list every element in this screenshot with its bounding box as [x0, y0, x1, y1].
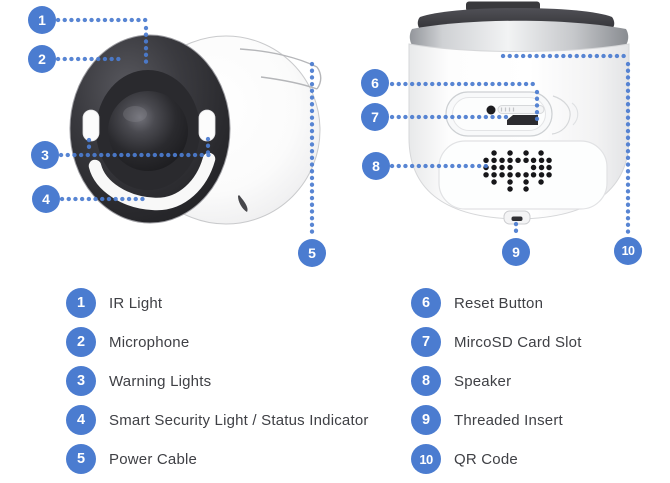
leader-line-3	[58, 136, 212, 158]
legend-item-6: 6 Reset Button	[411, 288, 582, 318]
legend-label-8: Speaker	[454, 372, 512, 390]
legend-label-4: Smart Security Light / Status Indicator	[109, 411, 369, 429]
legend-item-2: 2 Microphone	[66, 327, 369, 357]
legend-item-4: 4 Smart Security Light / Status Indicato…	[66, 405, 369, 435]
legend-item-7: 7 MircoSD Card Slot	[411, 327, 582, 357]
legend-label-10: QR Code	[454, 450, 518, 468]
legend-item-5: 5 Power Cable	[66, 444, 369, 474]
metal-band	[409, 20, 629, 54]
callout-badge-9: 9	[502, 238, 530, 266]
warning-light-right	[198, 109, 216, 142]
legend-label-6: Reset Button	[454, 294, 544, 312]
warning-light-left	[82, 109, 100, 142]
recess-side-arc-2	[571, 102, 579, 126]
legend-item-3: 3 Warning Lights	[66, 366, 369, 396]
leader-line-1	[55, 17, 149, 65]
legend-badge-3: 3	[66, 366, 96, 396]
legend-item-8: 8 Speaker	[411, 366, 582, 396]
legend-badge-8: 8	[411, 366, 441, 396]
callout-badge-3: 3	[31, 141, 59, 169]
legend-badge-6: 6	[411, 288, 441, 318]
leader-lines	[55, 17, 631, 239]
lens-highlight	[123, 106, 147, 122]
speaker-panel	[438, 140, 608, 210]
legend-badge-4: 4	[66, 405, 96, 435]
callout-badge-6: 6	[361, 69, 389, 97]
camera-front-view	[69, 34, 322, 225]
callout-badge-5: 5	[298, 239, 326, 267]
legend-right-column: 6 Reset Button 7 MircoSD Card Slot 8 Spe…	[411, 288, 582, 474]
reset-button	[486, 105, 496, 115]
leader-line-6	[389, 81, 540, 122]
body-seam	[238, 195, 248, 212]
legend-badge-1: 1	[66, 288, 96, 318]
callout-badge-1: 1	[28, 6, 56, 34]
callout-badge-2: 2	[28, 45, 56, 73]
callout-badge-7: 7	[361, 103, 389, 131]
recess-side-arc	[551, 95, 571, 135]
legend-badge-5: 5	[66, 444, 96, 474]
legend-badge-10: 10	[411, 444, 441, 474]
legend-label-5: Power Cable	[109, 450, 198, 468]
reset-engraving-marks	[500, 107, 515, 112]
legend-badge-7: 7	[411, 327, 441, 357]
legend-left-column: 1 IR Light 2 Microphone 3 Warning Lights…	[66, 288, 369, 474]
legend-item-1: 1 IR Light	[66, 288, 369, 318]
legend-label-1: IR Light	[109, 294, 163, 312]
legend-label-3: Warning Lights	[109, 372, 212, 390]
legend-badge-2: 2	[66, 327, 96, 357]
legend-badge-9: 9	[411, 405, 441, 435]
threaded-insert-hole	[511, 216, 523, 221]
legend-item-9: 9 Threaded Insert	[411, 405, 582, 435]
callout-badge-10: 10	[614, 237, 642, 265]
legend-label-7: MircoSD Card Slot	[454, 333, 582, 351]
microsd-card	[507, 115, 538, 125]
legend-label-2: Microphone	[109, 333, 190, 351]
legend-item-10: 10 QR Code	[411, 444, 582, 474]
smart-security-light	[88, 152, 216, 211]
leader-line-10	[500, 53, 631, 237]
camera-bottom-view	[408, 1, 630, 225]
callout-badge-8: 8	[362, 152, 390, 180]
speaker-grille	[483, 150, 552, 192]
camera-lens	[108, 91, 188, 171]
legend-label-9: Threaded Insert	[454, 411, 563, 429]
callout-badge-4: 4	[32, 185, 60, 213]
